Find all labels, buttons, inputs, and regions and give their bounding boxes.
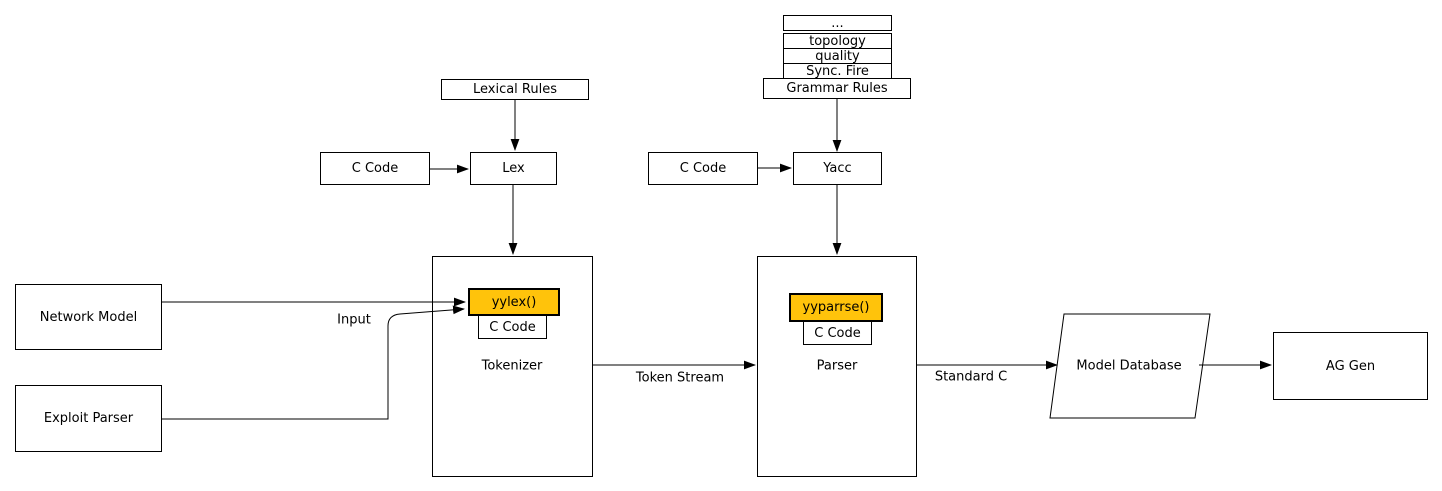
node-lex: Lex	[470, 152, 557, 185]
stack-item-quality: quality	[783, 48, 892, 64]
stack-item-topology: topology	[783, 33, 892, 49]
node-c-code-tokenizer: C Code	[478, 315, 547, 339]
edge-label-standard-c: Standard C	[934, 369, 1008, 385]
node-exploit-parser: Exploit Parser	[15, 385, 162, 452]
node-grammar-rules: Grammar Rules	[763, 78, 911, 99]
node-yylex: yylex()	[468, 288, 560, 316]
node-ag-gen: AG Gen	[1273, 332, 1428, 400]
model-database-shape	[1049, 313, 1211, 419]
node-yacc: Yacc	[793, 152, 882, 185]
node-c-code-yacc: C Code	[648, 152, 758, 185]
node-yyparrse: yyparrse()	[789, 293, 883, 322]
tokenizer-label: Tokenizer	[481, 358, 543, 374]
node-lexical-rules: Lexical Rules	[441, 79, 589, 100]
edge-exploitparser-yylex	[162, 305, 465, 420]
stack-item-ellipsis: ...	[783, 15, 892, 31]
edge-label-input: Input	[337, 312, 371, 328]
stack-item-sync-fire: Sync. Fire	[783, 63, 892, 79]
parser-label: Parser	[816, 358, 858, 374]
model-database-label: Model Database	[1076, 358, 1182, 374]
edge-label-token-stream: Token Stream	[635, 370, 725, 386]
node-tokenizer-box	[432, 256, 593, 477]
node-c-code-lex: C Code	[320, 152, 430, 185]
node-parser-box	[757, 256, 917, 477]
node-network-model: Network Model	[15, 284, 162, 350]
node-c-code-parser: C Code	[803, 321, 872, 345]
